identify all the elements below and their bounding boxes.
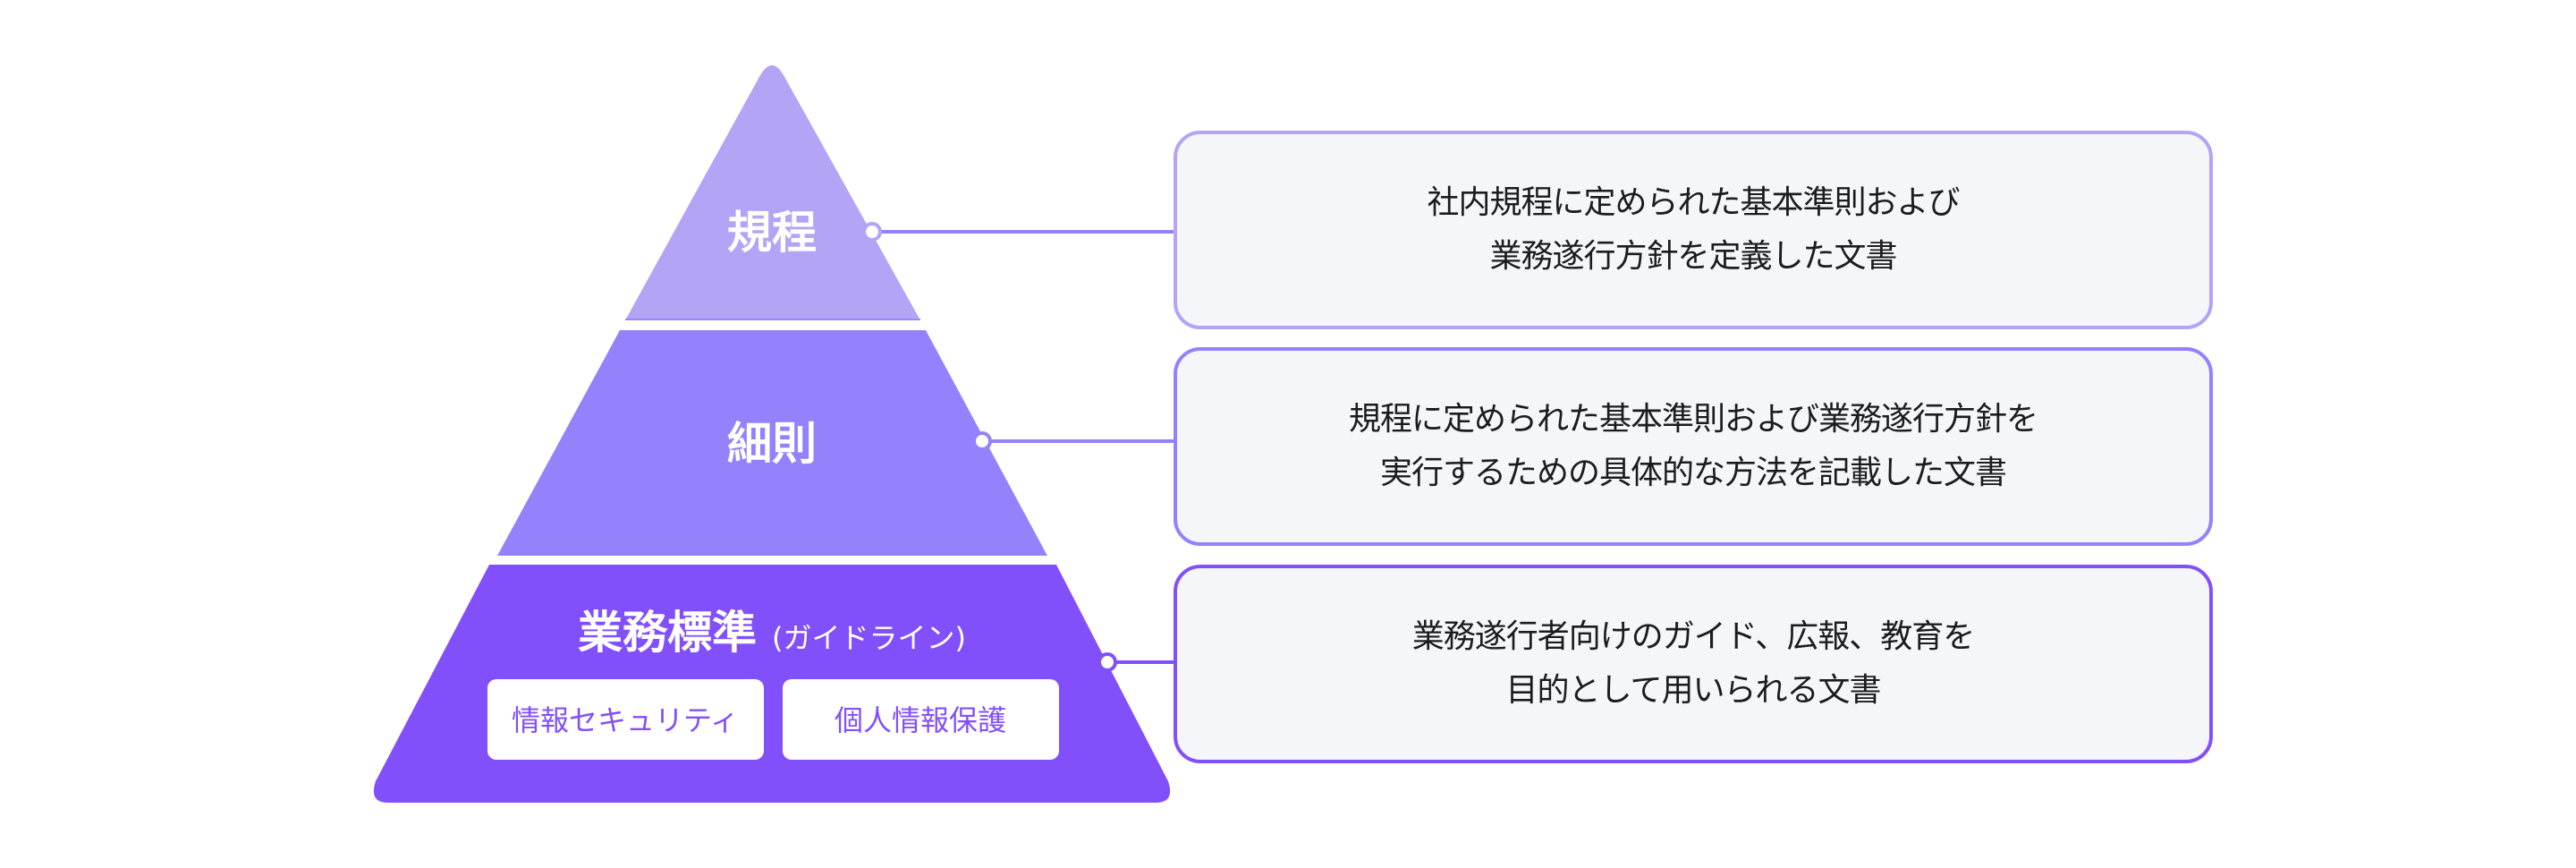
chip-personal-information-protection (783, 679, 1059, 760)
description-box-business-standards: 業務遂行者向けのガイド、広報、教育を 目的として用いられる文書 (1174, 565, 2213, 763)
description-line: 業務遂行方針を定義した文書 (1489, 238, 1897, 275)
connector-bottom (1097, 652, 1175, 672)
tier-top-label: 規程 (727, 207, 817, 259)
connector-middle (972, 431, 1175, 451)
description-box-detailed-rules: 規程に定められた基本準則および業務遂行方針を 実行するための具体的な方法を記載し… (1174, 347, 2213, 546)
tier-bottom-sublabel: (ガイドライン) (772, 621, 966, 655)
connector-dot-bottom (1097, 652, 1117, 672)
chip-information-security-label: 情報セキュリティ (512, 703, 739, 737)
tier-bottom-title: 業務標準 (ガイドライン) (578, 607, 966, 659)
connector-dot-middle (972, 431, 992, 451)
description-line: 規程に定められた基本準則および業務遂行方針を (1348, 401, 2038, 438)
tier-middle-label: 細則 (727, 418, 817, 470)
description-line: 目的として用いられる文書 (1505, 672, 1882, 709)
connector-top (862, 222, 1175, 242)
description-box-regulations: 社内規程に定められた基本準則および 業務遂行方針を定義した文書 (1174, 131, 2213, 329)
description-line: 社内規程に定められた基本準則および (1427, 184, 1960, 221)
chip-information-security (487, 679, 764, 760)
tier-top-shape (625, 65, 920, 320)
description-line: 業務遂行者向けのガイド、広報、教育を (1411, 618, 1976, 655)
tier-middle-shape (497, 330, 1047, 556)
chip-personal-information-protection-label: 個人情報保護 (835, 703, 1006, 737)
description-line: 実行するための具体的な方法を記載した文書 (1379, 455, 2007, 491)
connector-dot-top (862, 222, 882, 242)
tier-bottom-label: 業務標準 (578, 607, 757, 659)
